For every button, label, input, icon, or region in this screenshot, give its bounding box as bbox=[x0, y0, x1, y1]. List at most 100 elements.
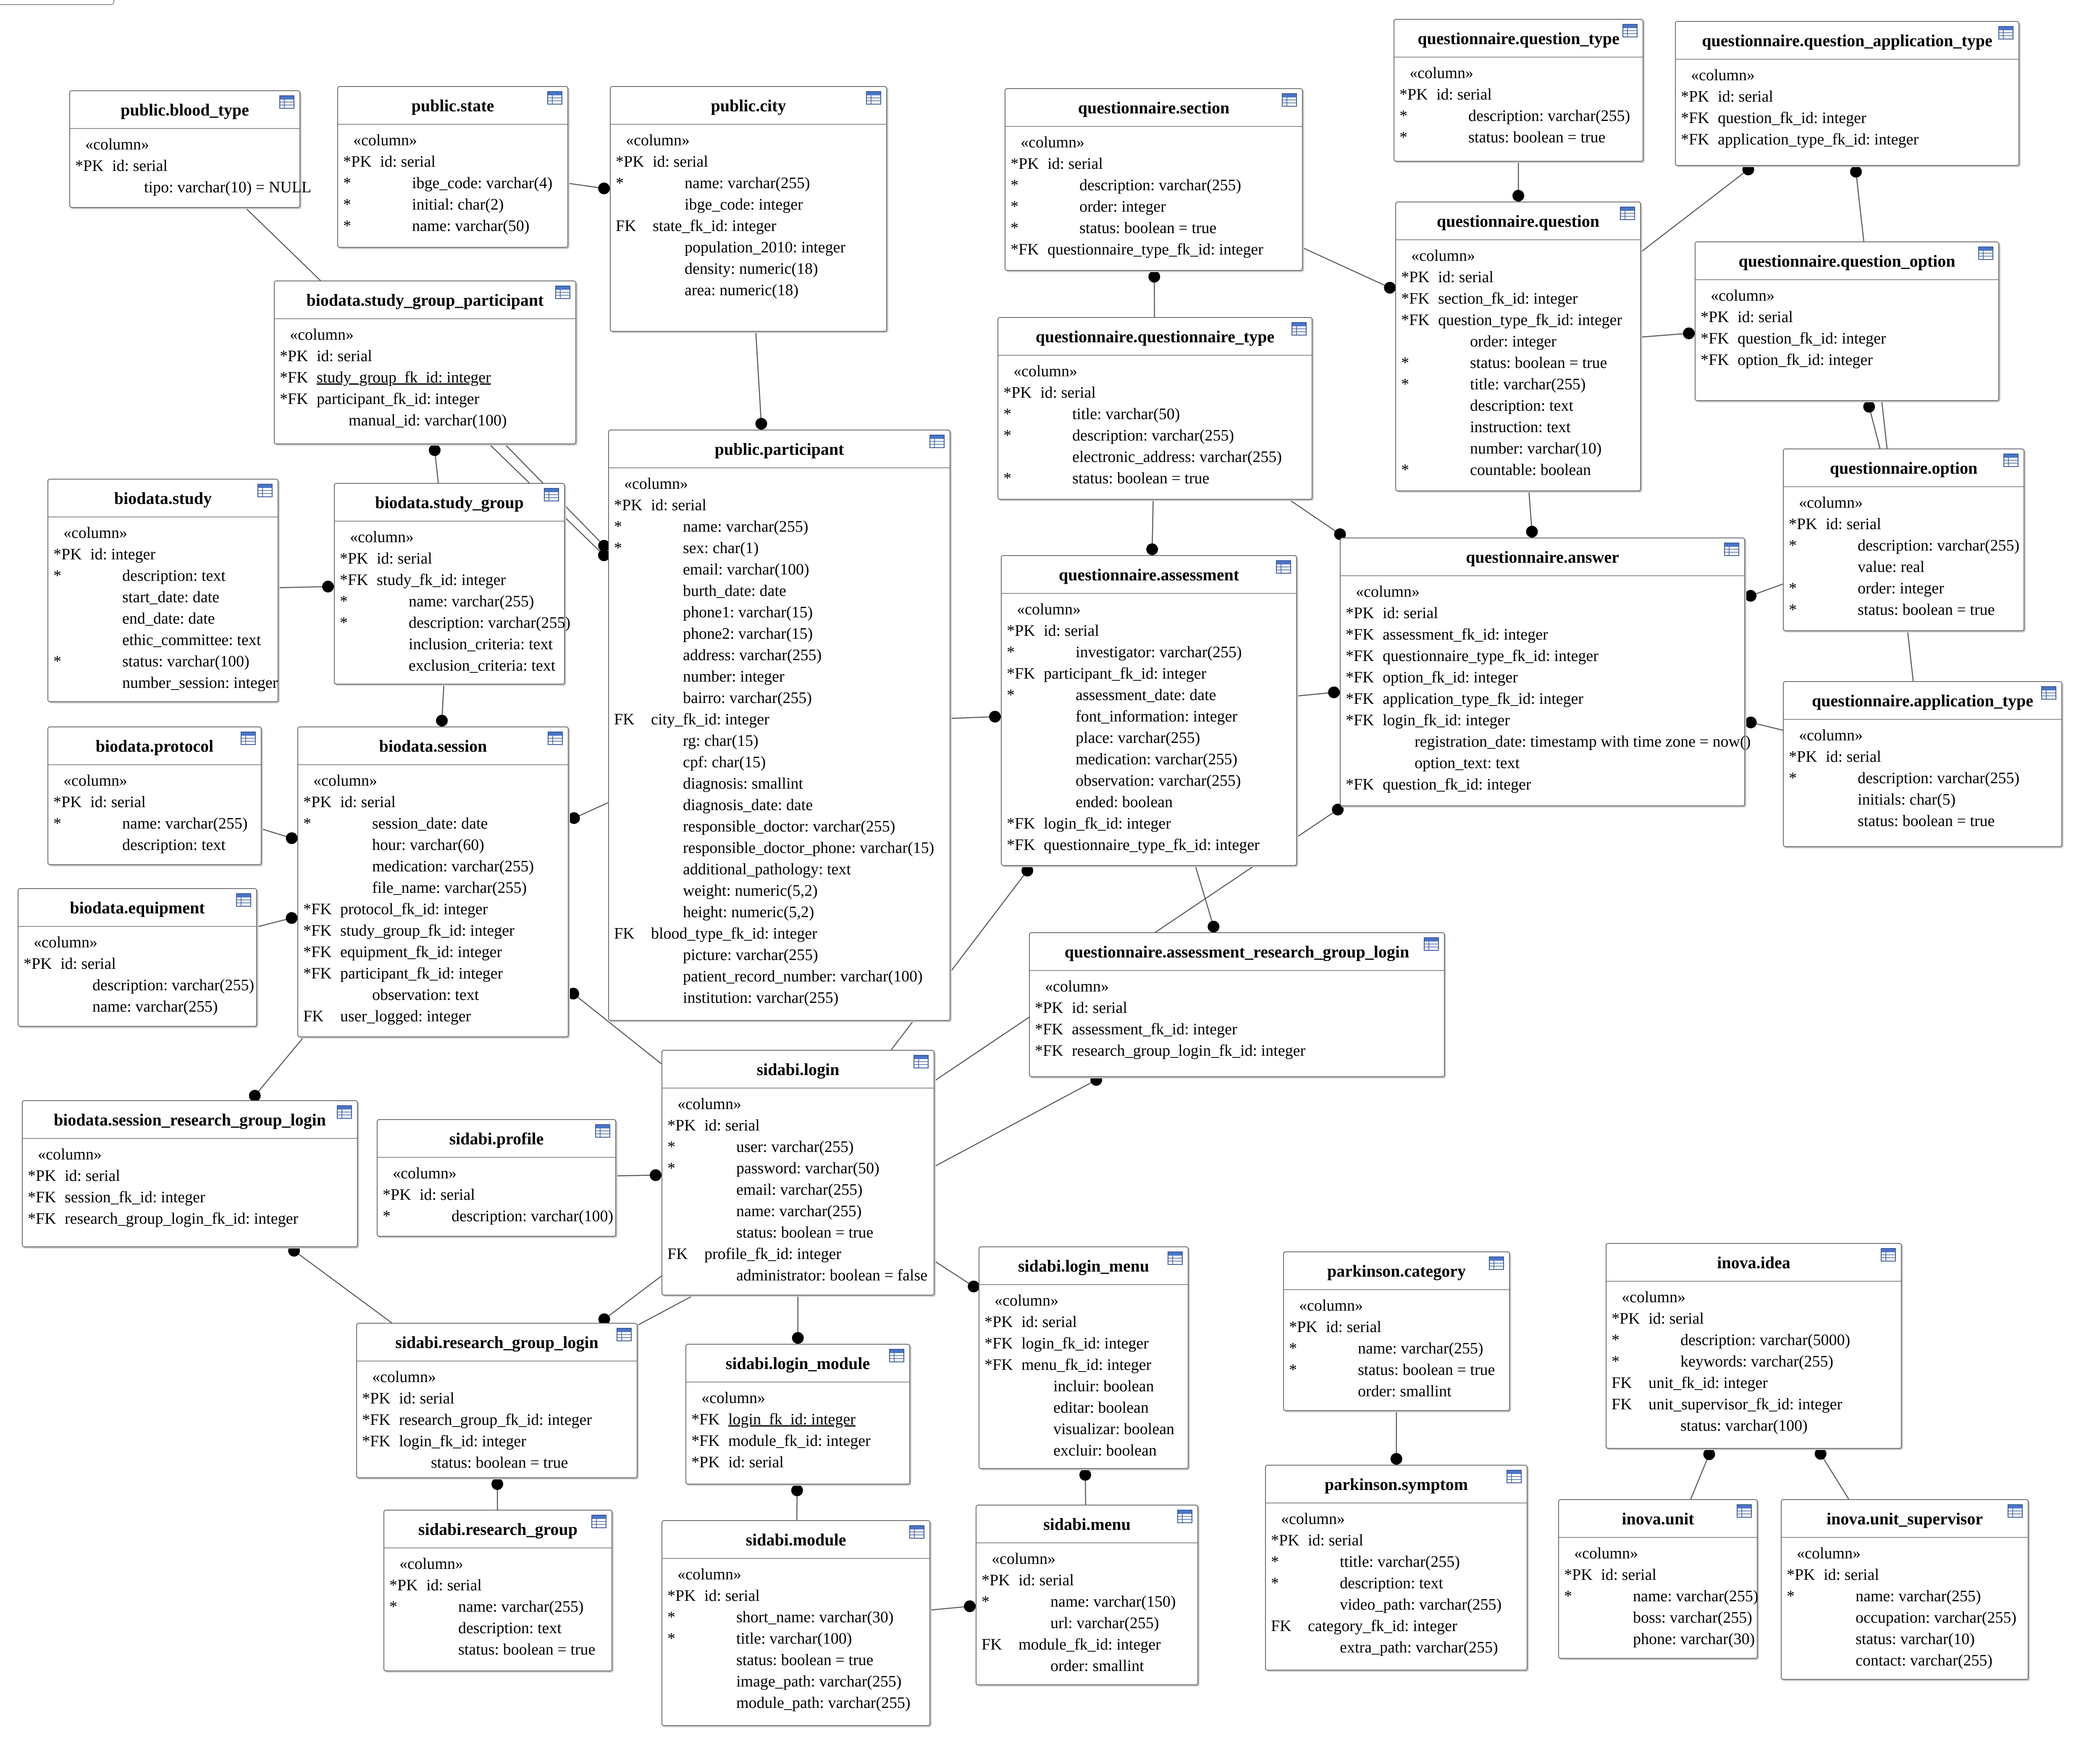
column-key: *FK bbox=[1346, 690, 1374, 708]
column-row: *description: varchar(255) bbox=[1784, 535, 2024, 556]
column-key: * bbox=[303, 815, 311, 832]
frame-corner bbox=[0, 0, 114, 5]
column-stereotype: «column» bbox=[995, 1292, 1058, 1309]
column-definition: id: serial bbox=[1601, 1566, 1656, 1584]
column-key: * bbox=[1789, 601, 1797, 619]
table-header: sidabi.research_group bbox=[384, 1511, 612, 1548]
column-key: *PK bbox=[1681, 88, 1709, 105]
table-icon bbox=[555, 286, 570, 299]
column-row: ibge_code: integer bbox=[611, 194, 886, 215]
column-definition: id: serial bbox=[728, 1453, 784, 1471]
table-icon bbox=[1507, 1470, 1522, 1483]
column-definition: order: smallint bbox=[1050, 1657, 1144, 1675]
column-definition: session_date: date bbox=[372, 815, 488, 832]
column-key: * bbox=[1564, 1587, 1572, 1605]
table-questionnaire-question-option[interactable]: questionnaire.question_option«column»*PK… bbox=[1695, 241, 1999, 401]
column-row: description: text bbox=[1396, 395, 1640, 417]
column-definition: registration_date: timestamp with time z… bbox=[1415, 733, 1751, 750]
column-key: * bbox=[1003, 427, 1011, 444]
column-key: FK bbox=[1271, 1617, 1292, 1635]
column-row: *status: boolean = true bbox=[1396, 352, 1640, 374]
column-definition: id: serial bbox=[1648, 1310, 1704, 1327]
column-row: hour: varchar(60) bbox=[298, 834, 568, 856]
table-questionnaire-question-application-type[interactable]: questionnaire.question_application_type«… bbox=[1675, 21, 2019, 166]
relation-line bbox=[568, 989, 662, 1065]
table-header: inova.idea bbox=[1606, 1244, 1901, 1282]
table-biodata-study-group-participant[interactable]: biodata.study_group_participant«column»*… bbox=[274, 281, 576, 444]
column-key: * bbox=[1401, 354, 1409, 372]
table-questionnaire-application-type[interactable]: questionnaire.application_type«column»*P… bbox=[1783, 681, 2062, 847]
relation-endpoint-dot bbox=[1328, 686, 1340, 698]
table-title: sidabi.menu bbox=[1043, 1514, 1131, 1534]
column-row: density: numeric(18) bbox=[611, 258, 886, 280]
table-questionnaire-assessment-research-group-login[interactable]: questionnaire.assessment_research_group_… bbox=[1029, 932, 1445, 1077]
relation-line bbox=[599, 1275, 662, 1323]
table-header: questionnaire.question_type bbox=[1394, 20, 1643, 58]
column-definition: questionnaire_type_fk_id: integer bbox=[1383, 647, 1599, 665]
column-definition: electronic_address: varchar(255) bbox=[1072, 448, 1282, 466]
relation-endpoint-dot bbox=[567, 988, 579, 1000]
relation-endpoint-dot bbox=[989, 711, 1001, 723]
table-header: questionnaire.assessment bbox=[1002, 556, 1296, 594]
table-title: inova.unit bbox=[1622, 1509, 1694, 1528]
column-definition: burth_date: date bbox=[683, 582, 786, 600]
column-definition: questionnaire_type_fk_id: integer bbox=[1044, 836, 1260, 854]
column-definition: application_type_fk_id: integer bbox=[1383, 690, 1584, 708]
table-title: public.blood_type bbox=[121, 100, 249, 119]
column-definition: order: integer bbox=[1079, 198, 1166, 215]
column-key: *FK bbox=[303, 900, 332, 918]
column-row: *order: integer bbox=[1005, 196, 1302, 218]
column-row: *password: varchar(50) bbox=[662, 1158, 934, 1179]
column-row: boss: varchar(255) bbox=[1559, 1607, 1757, 1629]
column-definition: unit_fk_id: integer bbox=[1648, 1374, 1768, 1392]
column-row: *name: varchar(255) bbox=[1782, 1586, 2028, 1607]
column-definition: session_fk_id: integer bbox=[65, 1188, 205, 1206]
table-questionnaire-questionnaire-type[interactable]: questionnaire.questionnaire_type«column»… bbox=[998, 317, 1312, 500]
table-biodata-session-research-group-login[interactable]: biodata.session_research_group_login«col… bbox=[22, 1100, 358, 1247]
column-definition: hour: varchar(60) bbox=[372, 836, 484, 854]
column-definition: id: serial bbox=[653, 153, 708, 170]
